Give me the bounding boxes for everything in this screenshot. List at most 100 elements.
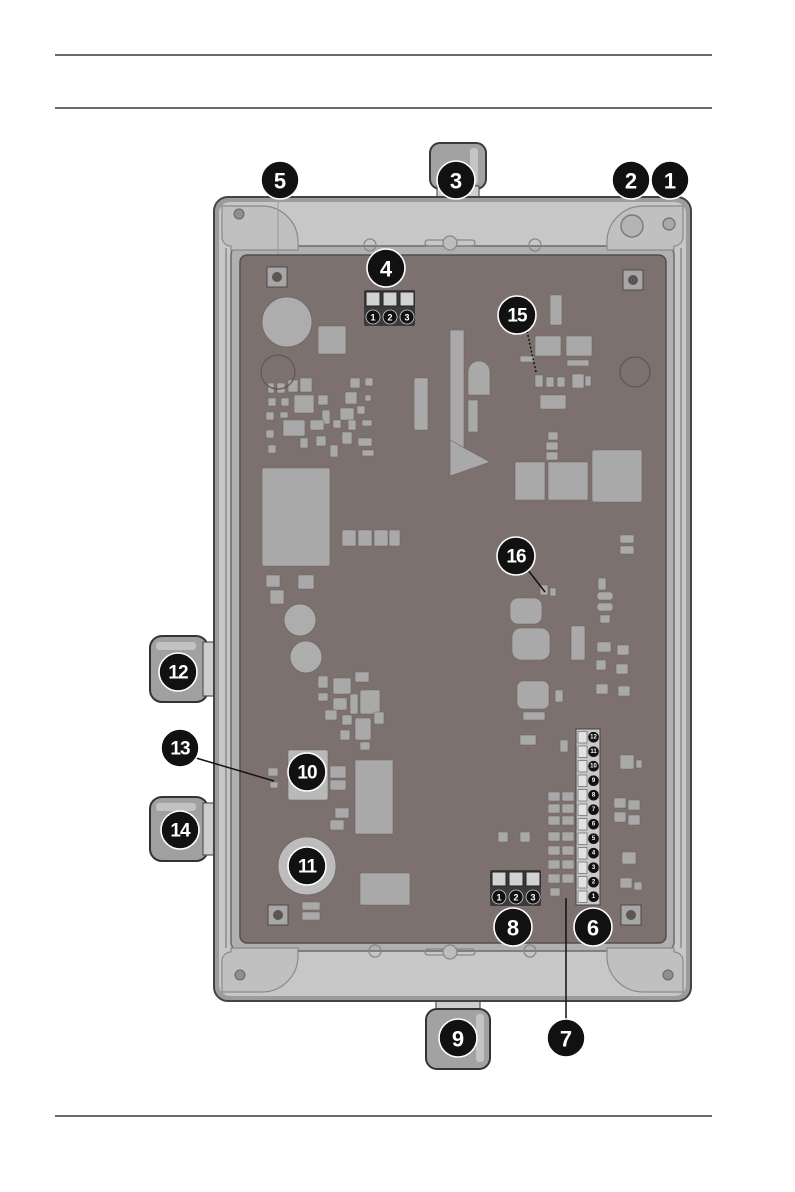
pcb-component <box>362 450 374 456</box>
pcb-component <box>350 378 360 388</box>
pcb-component <box>342 432 352 444</box>
pcb-component <box>562 846 574 855</box>
pcb-component <box>374 530 388 546</box>
callout-4-label: 4 <box>380 257 393 282</box>
pcb-component <box>628 800 640 810</box>
pcb-component <box>620 878 632 888</box>
pcb-component <box>557 377 565 387</box>
terminal-strip-screw <box>578 746 587 758</box>
callout-12-label: 12 <box>168 663 188 684</box>
pcb-component <box>592 450 642 502</box>
pcb-component <box>622 852 636 864</box>
pcb-component <box>355 672 369 682</box>
pcb-component <box>310 420 324 430</box>
terminal-strip-screw <box>578 804 587 816</box>
screw-hole-bottom-right <box>663 970 673 980</box>
pcb-component <box>318 395 328 405</box>
pcb-component <box>340 408 354 420</box>
terminal-strip-pin-label: 10 <box>590 764 597 770</box>
pcb-component <box>302 912 320 920</box>
pcb-component <box>548 432 558 440</box>
pcb-component <box>600 615 610 623</box>
terminal-pin-label: 1 <box>370 313 375 323</box>
terminal-pin-label: 2 <box>513 893 518 903</box>
pcb-component <box>302 902 320 910</box>
callout-3: 3 <box>437 161 475 199</box>
terminal-pin-label: 3 <box>404 313 409 323</box>
pcb-component <box>520 832 530 842</box>
pcb-component <box>523 712 545 720</box>
pcb-component <box>342 530 356 546</box>
terminal-strip-screw <box>578 877 587 889</box>
pcb-component <box>318 693 328 701</box>
pcb-component <box>548 462 588 500</box>
terminal-strip-screw <box>578 862 587 874</box>
terminal-strip-screw <box>578 761 587 773</box>
pcb-component <box>365 395 371 401</box>
pcb-component <box>335 808 349 818</box>
pcb-component <box>572 374 584 388</box>
pcb-component <box>294 395 314 413</box>
terminal-strip-screw <box>578 891 587 903</box>
pcb-component <box>548 874 560 883</box>
pcb-component <box>270 782 278 788</box>
pcb-component <box>535 336 561 356</box>
callout-14: 14 <box>161 811 199 849</box>
pcb-component <box>362 420 372 426</box>
callout-5-label: 5 <box>274 169 286 194</box>
pcb-component <box>596 684 608 694</box>
pcb-mounting-hole-top-right <box>623 270 643 290</box>
pcb-component <box>634 882 642 890</box>
pcb-component <box>548 816 560 825</box>
pcb-component <box>318 676 328 688</box>
antenna-stub <box>468 400 478 432</box>
pcb-component <box>330 780 346 790</box>
pcb-component <box>535 375 543 387</box>
callout-7: 7 <box>547 1019 585 1057</box>
callout-8-label: 8 <box>507 916 519 941</box>
callout-2: 2 <box>612 161 650 199</box>
terminal-strip-screw <box>578 775 587 787</box>
pcb-mounting-hole-top-left <box>267 267 287 287</box>
callout-8: 8 <box>494 908 532 946</box>
callout-16-label: 16 <box>506 547 526 568</box>
pcb-component <box>614 812 626 822</box>
pcb-mounting-hole-bottom-left <box>268 905 288 925</box>
pcb-component <box>355 718 371 740</box>
pcb-component <box>414 378 428 430</box>
terminal-strip-screw <box>578 819 587 831</box>
pcb-component <box>365 378 373 386</box>
pcb-component <box>562 860 574 869</box>
pcb-component <box>510 598 542 624</box>
callout-4: 4 <box>367 249 405 287</box>
pcb-component <box>546 452 558 460</box>
pcb-component <box>281 398 289 406</box>
pcb-round-component <box>284 604 316 636</box>
lid-hole-item-1 <box>663 218 675 230</box>
pcb-component <box>342 715 352 725</box>
callout-11-label: 11 <box>298 857 318 878</box>
screw-hole-bottom-left <box>235 970 245 980</box>
pcb-component <box>345 392 357 404</box>
pcb-component <box>614 798 626 808</box>
pcb-component <box>374 712 384 724</box>
pcb-component <box>620 535 634 543</box>
terminal-strip-screw <box>578 790 587 802</box>
terminal-pin-label: 2 <box>387 313 392 323</box>
pcb-component <box>355 760 393 834</box>
pcb-component <box>540 395 566 409</box>
pcb-component <box>597 642 611 652</box>
pcb-component <box>560 740 568 752</box>
pcb-round-component <box>262 297 312 347</box>
pcb-component <box>360 742 370 750</box>
pcb-component <box>316 436 326 446</box>
pcb-component <box>520 735 536 745</box>
pcb-component <box>550 588 556 596</box>
pcb-component <box>562 792 574 801</box>
pcb-component <box>300 438 308 448</box>
callout-6: 6 <box>574 908 612 946</box>
pcb-component <box>330 820 344 830</box>
pcb-component <box>596 660 606 670</box>
pcb-component <box>268 768 278 776</box>
callout-10-label: 10 <box>297 763 317 784</box>
